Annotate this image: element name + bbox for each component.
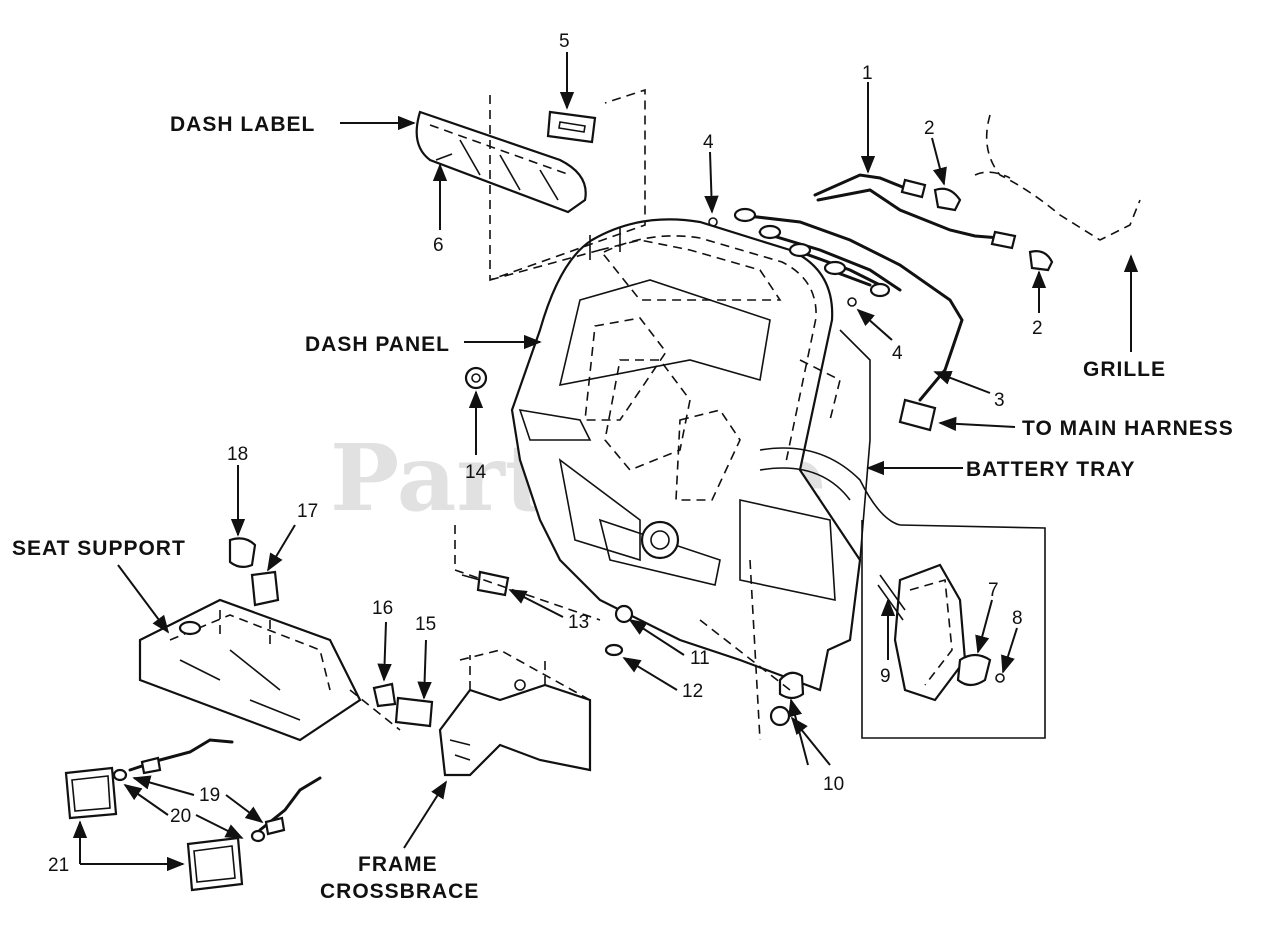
- callout-2-top: 2: [924, 118, 935, 139]
- small-parts-drawing: [454, 366, 805, 741]
- callout-12: 12: [682, 681, 703, 702]
- dash-panel-drawing: [510, 218, 871, 692]
- callout-10: 10: [823, 774, 844, 795]
- callout-8: 8: [1012, 608, 1023, 629]
- callout-3: 3: [994, 390, 1005, 411]
- callout-18: 18: [227, 444, 248, 465]
- callout-5: 5: [559, 31, 570, 52]
- label-seat-support: SEAT SUPPORT: [12, 537, 186, 560]
- label-crossbrace: CROSSBRACE: [320, 880, 479, 903]
- callout-19: 19: [199, 785, 220, 806]
- callout-17: 17: [297, 501, 318, 522]
- callout-21: 21: [48, 855, 69, 876]
- harness-drawing: [708, 114, 1141, 432]
- callout-4-top: 4: [703, 132, 714, 153]
- label-dash-panel: DASH PANEL: [305, 333, 450, 356]
- label-frame: FRAME: [358, 853, 438, 876]
- label-grille: GRILLE: [1083, 358, 1166, 381]
- callout-14: 14: [465, 462, 487, 483]
- callout-13: 13: [568, 612, 589, 633]
- callout-16: 16: [372, 598, 393, 619]
- label-dash-label: DASH LABEL: [170, 113, 315, 136]
- callout-2-bottom: 2: [1032, 318, 1043, 339]
- callout-4-right: 4: [892, 343, 903, 364]
- seat-support-drawing: [64, 537, 434, 892]
- callout-6: 6: [433, 235, 444, 256]
- callout-15: 15: [415, 614, 436, 635]
- callout-20: 20: [170, 806, 191, 827]
- callout-11: 11: [690, 648, 710, 669]
- callout-7: 7: [988, 580, 999, 601]
- callout-1: 1: [862, 63, 873, 84]
- battery-tray-drawing: [759, 447, 1046, 739]
- leader-lines: [72, 52, 1139, 872]
- dash-label-drawing: [415, 88, 646, 282]
- callout-9: 9: [880, 666, 891, 687]
- label-to-main-harness: TO MAIN HARNESS: [1022, 417, 1234, 440]
- frame-crossbrace-drawing: [438, 649, 592, 777]
- label-battery-tray: BATTERY TRAY: [966, 458, 1136, 481]
